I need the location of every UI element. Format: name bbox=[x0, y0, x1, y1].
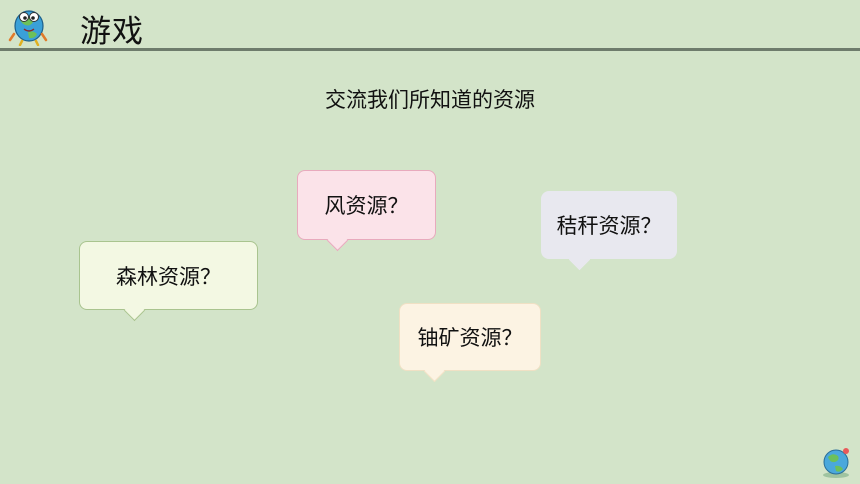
speech-bubble-uranium: 铀矿资源？ bbox=[399, 303, 541, 371]
speech-bubble-wind: 风资源？ bbox=[297, 170, 436, 240]
cartoon-earth-icon bbox=[8, 10, 48, 46]
header-divider bbox=[0, 48, 860, 51]
bubble-label: 秸秆资源？ bbox=[556, 214, 662, 238]
page-title: 游戏 bbox=[80, 14, 144, 50]
speech-bubble-forest: 森林资源？ bbox=[79, 241, 258, 310]
bubble-label: 铀矿资源？ bbox=[417, 326, 523, 350]
bubble-label: 风资源？ bbox=[324, 194, 409, 218]
bubble-label: 森林资源？ bbox=[116, 264, 221, 289]
subtitle: 交流我们所知道的资源 bbox=[325, 88, 535, 112]
header: 游戏 bbox=[0, 0, 860, 52]
speech-bubble-straw: 秸秆资源？ bbox=[541, 191, 677, 259]
globe-icon bbox=[823, 448, 849, 478]
